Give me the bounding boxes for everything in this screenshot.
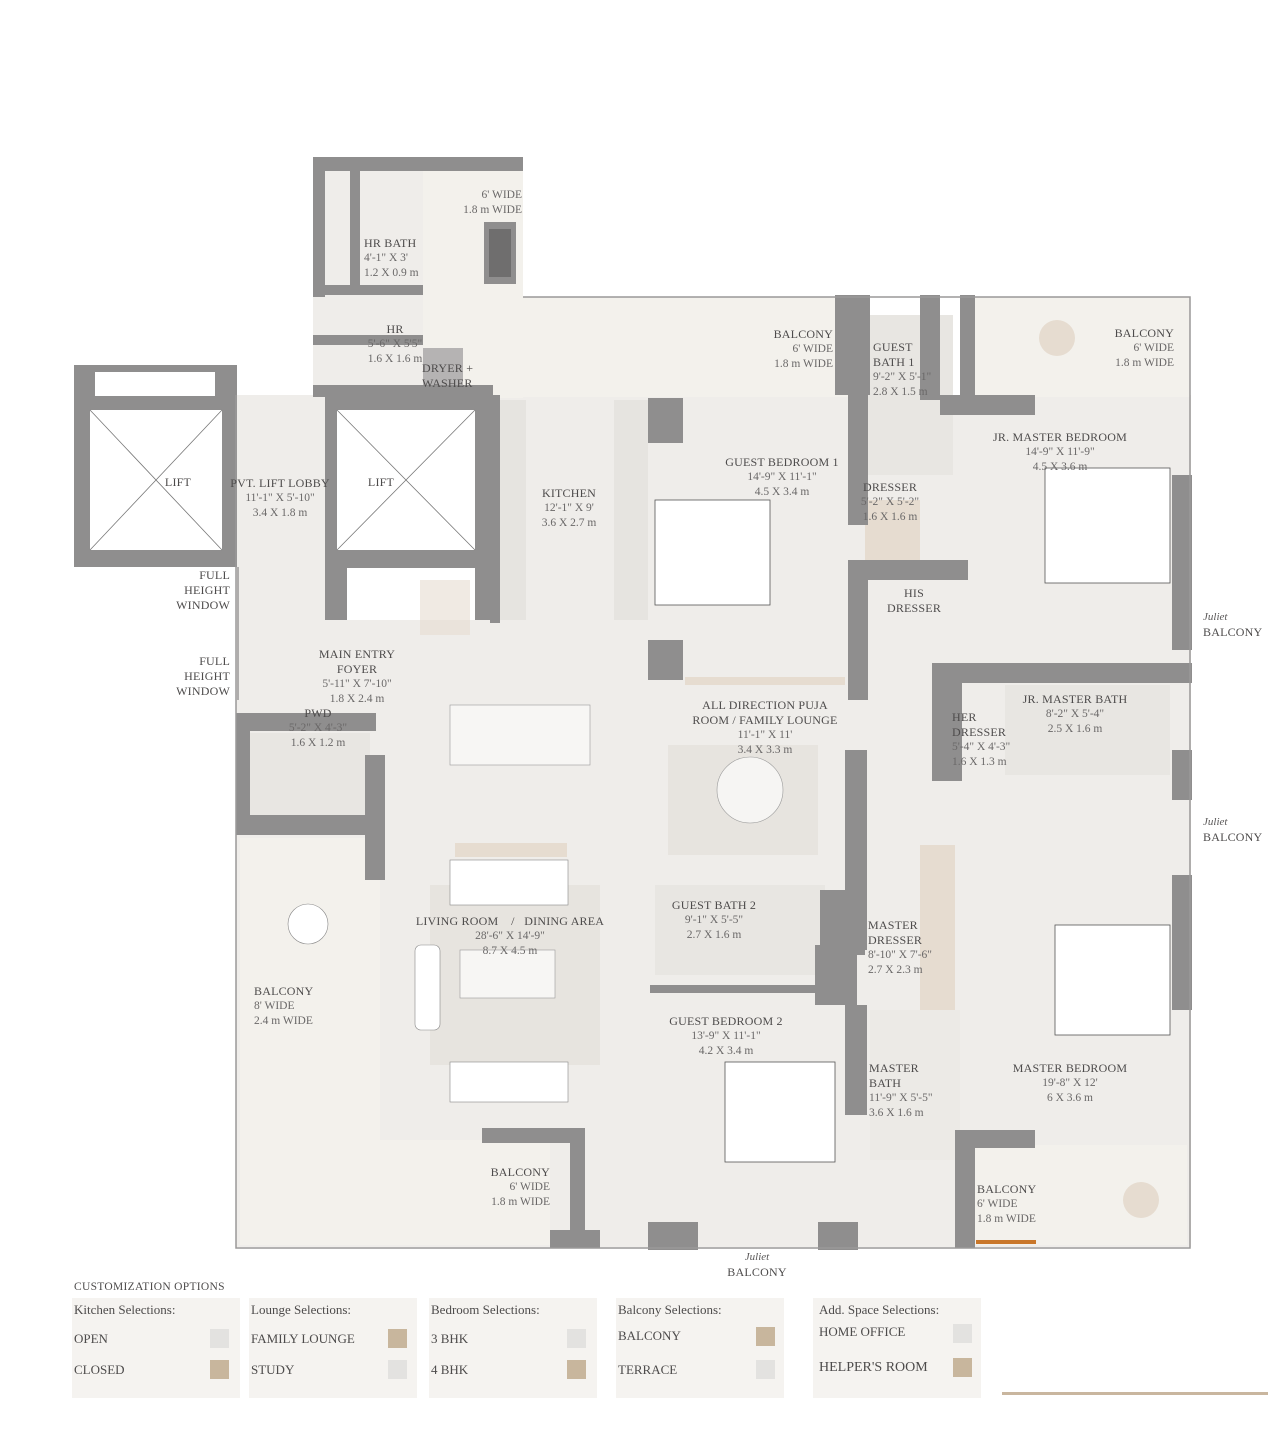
bedroom-selections-panel: Bedroom Selections: 3 BHK 4 BHK xyxy=(429,1298,597,1398)
option-terrace[interactable]: TERRACE xyxy=(618,1362,678,1377)
outline xyxy=(235,296,1191,1249)
room-label-lift-left: LIFT xyxy=(164,475,192,489)
add-space-selections-panel: Add. Space Selections: HOME OFFICE HELPE… xyxy=(813,1298,981,1398)
room-label-lift-right: LIFT xyxy=(367,475,395,489)
balcony-floor xyxy=(975,297,1190,397)
railing-marker xyxy=(976,1240,1036,1244)
option-open-swatch[interactable] xyxy=(210,1329,229,1348)
option-home-office[interactable]: HOME OFFICE xyxy=(819,1324,906,1339)
option-home-office-swatch[interactable] xyxy=(953,1324,972,1343)
option-closed[interactable]: CLOSED xyxy=(74,1362,125,1377)
option-study-swatch[interactable] xyxy=(388,1360,407,1379)
option-closed-swatch[interactable] xyxy=(210,1360,229,1379)
balcony-floor xyxy=(423,297,848,397)
option-terrace-swatch[interactable] xyxy=(756,1360,775,1379)
option-helpers-room[interactable]: HELPER'S ROOM xyxy=(819,1360,928,1375)
option-open[interactable]: OPEN xyxy=(74,1331,108,1346)
panel-title: Balcony Selections: xyxy=(618,1302,722,1317)
option-balcony[interactable]: BALCONY xyxy=(618,1328,681,1343)
kitchen-selections-panel: Kitchen Selections: OPEN CLOSED xyxy=(72,1298,240,1398)
panel-title: Kitchen Selections: xyxy=(74,1302,176,1317)
option-4bhk-swatch[interactable] xyxy=(567,1360,586,1379)
option-4bhk[interactable]: 4 BHK xyxy=(431,1362,469,1377)
balcony-selections-panel: Balcony Selections: BALCONY TERRACE xyxy=(616,1298,784,1398)
option-balcony-swatch[interactable] xyxy=(756,1327,775,1346)
room-label-dryer-washer: DRYER +WASHER xyxy=(422,361,474,390)
walls xyxy=(236,157,1192,1250)
accent-divider xyxy=(1002,1392,1268,1395)
customization-title: CUSTOMIZATION OPTIONS xyxy=(74,1281,225,1293)
option-family-lounge[interactable]: FAMILY LOUNGE xyxy=(251,1331,355,1346)
lounge-selections-panel: Lounge Selections: FAMILY LOUNGE STUDY xyxy=(249,1298,417,1398)
option-3bhk-swatch[interactable] xyxy=(567,1329,586,1348)
floor-areas xyxy=(74,157,1191,1247)
option-family-lounge-swatch[interactable] xyxy=(388,1329,407,1348)
panel-title: Bedroom Selections: xyxy=(431,1302,540,1317)
option-3bhk[interactable]: 3 BHK xyxy=(431,1331,469,1346)
panel-title: Lounge Selections: xyxy=(251,1302,352,1317)
option-study[interactable]: STUDY xyxy=(251,1362,295,1377)
panel-title: Add. Space Selections: xyxy=(819,1302,940,1317)
balcony-floor xyxy=(240,1140,550,1245)
option-helpers-room-swatch[interactable] xyxy=(953,1358,972,1377)
